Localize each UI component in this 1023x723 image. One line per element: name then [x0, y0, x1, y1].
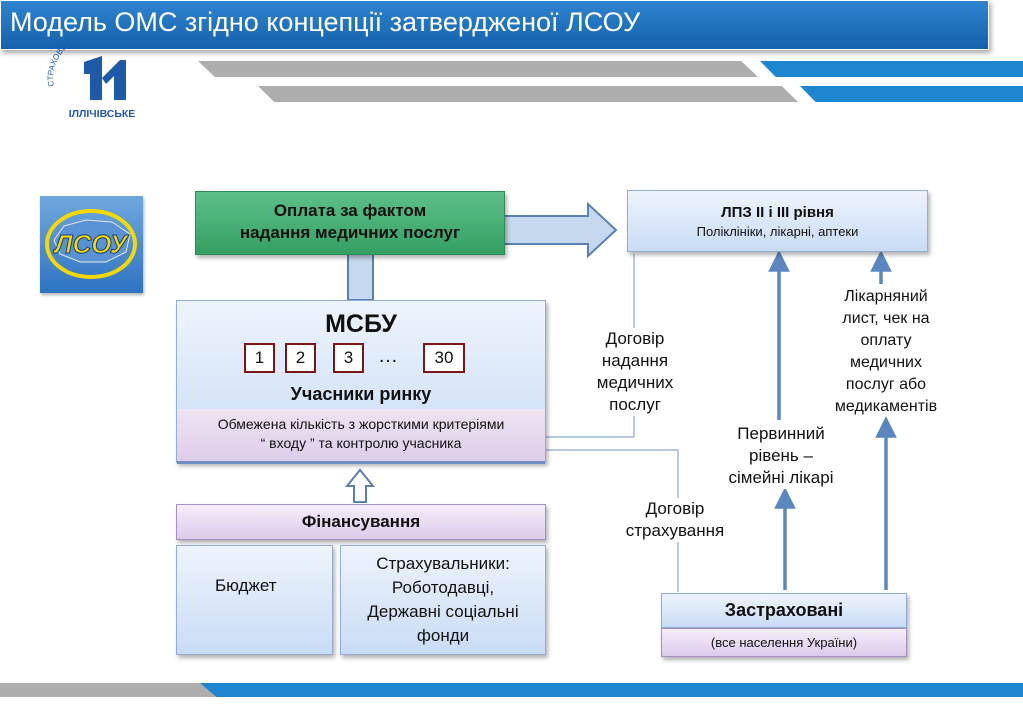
- financing-up-arrow: [344, 468, 376, 503]
- sick-leave-line-5: послуг або: [845, 376, 927, 393]
- top-stripe-gray-lower: [258, 86, 798, 102]
- insurers-line-3: Державні соціальні: [367, 602, 519, 621]
- insurers-line-4: фонди: [416, 626, 470, 645]
- contract-services-line-3: медичних: [596, 373, 674, 392]
- insured-box: Застраховані: [661, 593, 907, 628]
- page-title: Модель ОМС згідно концепції затвердженої…: [10, 7, 641, 37]
- bottom-stripe-gray: [0, 683, 222, 697]
- contract-services-line-2: надання: [601, 351, 669, 370]
- primary-level-line-3: сімейні лікарі: [728, 468, 834, 487]
- participant-box-30: 30: [423, 343, 465, 373]
- logo-name: ІЛЛІЧІВСЬКЕ: [69, 108, 136, 120]
- lpz-title: ЛПЗ ІІ і ІІІ рівня: [721, 204, 834, 221]
- insured-subtitle: (все населення України): [710, 635, 858, 650]
- insured-title: Застраховані: [724, 600, 844, 620]
- msbu-participants-label: Учасники ринку: [290, 384, 432, 404]
- sick-leave-line-4: медичних: [850, 354, 922, 371]
- lsou-logo-text: ЛСОУ: [53, 229, 130, 259]
- sick-leave-line-3: оплату: [860, 332, 912, 349]
- payment-line-2: надання медичних послуг: [239, 223, 461, 242]
- bottom-stripe-blue: [200, 683, 1023, 697]
- msbu-title: МСБУ: [325, 310, 397, 338]
- lpz-subtitle: Поліклініки, лікарні, аптеки: [696, 224, 859, 239]
- insurers-line-1: Страхувальники:: [376, 554, 510, 573]
- msbu-restriction-line-2: “ входу ” та контролю учасника: [260, 435, 462, 451]
- participant-box-2: 2: [285, 343, 316, 373]
- msbu-box: МСБУ Учасники ринку Обмежена кількість з…: [176, 300, 546, 464]
- sick-leave-line-6: медикаментів: [834, 398, 938, 415]
- financing-label: Фінансування: [301, 512, 421, 531]
- top-stripe-blue-lower: [800, 86, 1023, 102]
- financing-box: Фінансування: [176, 504, 546, 540]
- lpz-box: ЛПЗ ІІ і ІІІ рівня Поліклініки, лікарні,…: [627, 190, 928, 252]
- primary-level-label: Первинний рівень – сімейні лікарі: [716, 423, 846, 489]
- primary-level-arrow-top: [768, 250, 790, 420]
- primary-level-arrow-bottom: [774, 487, 796, 590]
- contract-services-line-4: послуг: [609, 395, 661, 414]
- budget-box: Бюджет: [176, 545, 333, 655]
- connector-line-contract-services: [546, 254, 635, 438]
- lsou-logo: ЛСОУ: [40, 196, 143, 293]
- participant-box-3: 3: [333, 343, 364, 373]
- primary-level-line-1: Первинний: [737, 424, 825, 443]
- top-stripe-blue-upper: [760, 61, 1023, 77]
- sick-leave-label: Лікарняний лист, чек на оплату медичних …: [824, 286, 948, 418]
- payment-box: Оплата за фактом надання медичних послуг: [195, 191, 505, 255]
- sick-leave-arrow-top: [870, 250, 892, 284]
- insurers-line-2: Роботодавці,: [391, 578, 495, 597]
- connector-line-contract-insurance: [546, 449, 679, 592]
- contract-services-label: Договір надання медичних послуг: [580, 328, 690, 416]
- top-stripe-gray-upper: [198, 61, 758, 77]
- sick-leave-line-2: лист, чек на: [842, 310, 930, 327]
- participants-ellipsis: …: [378, 345, 398, 367]
- msbu-restriction-band: Обмежена кількість з жорсткими критеріям…: [177, 409, 545, 464]
- sick-leave-line-1: Лікарняний: [844, 288, 928, 305]
- participant-box-1: 1: [244, 343, 275, 373]
- msbu-restriction-line-1: Обмежена кількість з жорсткими критеріям…: [217, 416, 505, 432]
- sick-leave-arrow-bottom: [875, 416, 897, 590]
- contract-insurance-line-1: Договір: [645, 499, 705, 518]
- lsou-emblem: ЛСОУ: [45, 209, 137, 279]
- insured-subtitle-box: (все населення України): [661, 628, 907, 657]
- contract-insurance-line-2: страхування: [625, 521, 725, 540]
- primary-level-line-2: рівень –: [749, 446, 813, 465]
- contract-insurance-label: Договір страхування: [610, 498, 740, 542]
- header-bar: Модель ОМС згідно концепції затвердженої…: [0, 0, 989, 50]
- budget-label: Бюджет: [215, 576, 277, 595]
- contract-services-line-1: Договір: [605, 329, 665, 348]
- insurers-box: Страхувальники: Роботодавці, Державні со…: [340, 545, 546, 655]
- payment-line-1: Оплата за фактом: [273, 201, 427, 220]
